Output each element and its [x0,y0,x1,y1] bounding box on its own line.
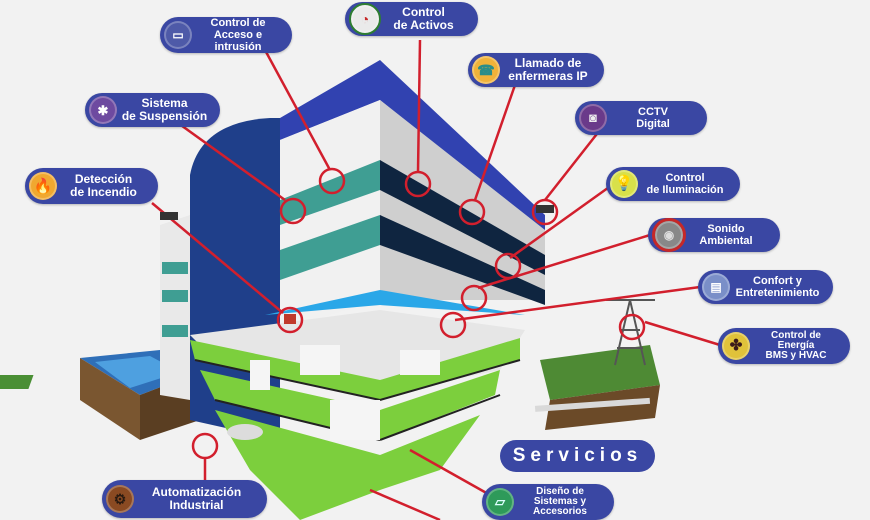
label-sonido-ambiental: ◉ Sonido Ambiental [648,218,780,252]
label-deteccion-incendio: 🔥 Detección de Incendio [25,168,158,204]
fire-icon: 🔥 [29,172,57,200]
label-llamado-enfermeras: ☎ Llamado de enfermeras IP [468,53,604,87]
label-automatizacion-industrial: ⚙ Automatización Industrial [102,480,267,518]
cutaway-floors [190,310,525,520]
camera-icon: ◙ [579,104,607,132]
label-confort-entretenimiento: ▤ Confort y Entretenimiento [698,270,833,304]
security-camera-left [160,212,178,220]
nurse-call-icon: ☎ [472,56,500,84]
services-title: Servicios [500,440,655,472]
remote-control-icon: ▤ [702,273,730,301]
tower-ground-block [534,299,660,430]
label-control-acceso: ▭ Control de Acceso e intrusión [160,17,292,53]
fire-alarm-panel [284,314,296,324]
label-control-activos: ◔ Control de Activos [345,2,478,36]
design-tool-icon: ▱ [486,488,514,516]
card-reader-icon: ▭ [164,21,192,49]
label-sistema-suspension: ✱ Sistema de Suspensión [85,93,220,127]
security-camera-right [536,205,554,213]
gauge-icon: ◔ [349,3,381,35]
sprinkler-icon: ✱ [89,96,117,124]
blue-roof [280,60,545,235]
label-control-energia: ✤ Control de Energía BMS y HVAC [718,328,850,364]
label-diseno-sistemas: ▱ Diseño de Sistemas y Accesorios [482,484,614,520]
building-left-wing [160,215,190,400]
connector-lines [151,39,721,520]
industrial-machine-icon: ⚙ [106,485,134,513]
label-cctv-digital: ◙ CCTV Digital [575,101,707,135]
facade-left [280,100,380,330]
lightbulb-icon: 💡 [610,170,638,198]
label-control-iluminacion: 💡 Control de Iluminación [606,167,740,201]
speaker-icon: ◉ [652,218,686,252]
fan-icon: ✤ [722,332,750,360]
